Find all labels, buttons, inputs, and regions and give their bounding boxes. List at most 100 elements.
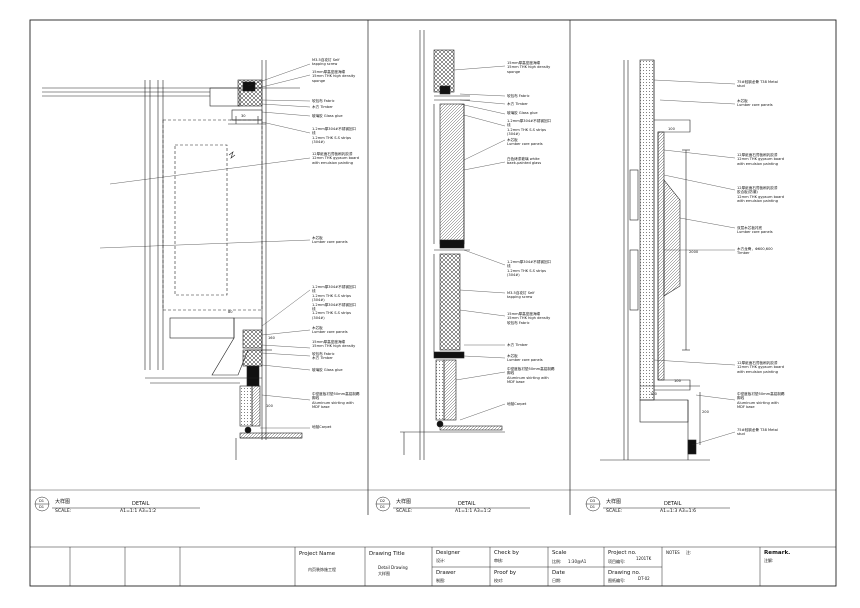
- tb-drawing-title-value: Detail Drawing 大样图: [378, 565, 408, 576]
- tb-notes-label: NOTES: [666, 550, 680, 555]
- p2-note-carpet: 地毯Carpet: [507, 402, 527, 406]
- tb-check-label: Check by: [494, 550, 519, 556]
- p3-note-gypsum-board-2: 12厚纸面石膏板刷乳胶漆 12mm THK gypsum board with …: [737, 361, 784, 374]
- p1-note-fabric-timber: 软包布 Fabric 木方 Timber: [312, 352, 335, 361]
- panel-3-symbol: [585, 496, 730, 512]
- p2-note-ss-strips-2: 1.2mm厚304#不锈钢回口 线 1.2mm THK S.S strips (…: [507, 260, 552, 278]
- p2-title-cn: 大样图: [396, 499, 412, 505]
- p2-scale-value: A1=1:1 A3=1:2: [455, 509, 492, 514]
- panel-2-symbol: [375, 496, 530, 512]
- p2-symbol-top: D2: [380, 499, 386, 503]
- p1-note-sponge: 15mm厚高密度海绵 15mm THK high density sponge: [312, 70, 356, 83]
- p2-note-fabric: 软包布 Fabric: [507, 94, 530, 98]
- panel-1-leaders: [99, 63, 311, 429]
- tb-scale-label: Scale: [552, 550, 567, 556]
- panel-3-section: [600, 59, 710, 461]
- tb-remark-cn: 注解:: [764, 558, 774, 563]
- p3-dim-100c: 100: [650, 392, 657, 396]
- p2-note-lumber-core-2: 木芯板 Lumber core panels: [507, 354, 543, 363]
- p1-note-timber: 木方 Timber: [312, 105, 333, 109]
- p2-note-self-tapping-screw: M3.5自攻钉 Self tapping screw: [507, 291, 535, 300]
- p1-dim-80: 80: [228, 310, 233, 314]
- p3-note-double-lumber-core: 双层木芯板衬底 Lumber core panels: [737, 226, 773, 235]
- p3-note-metal-stud-2: 75#轻钢龙骨 T38 Metal stud: [737, 428, 778, 437]
- p1-note-glass-glue: 玻璃胶 Glass glue: [312, 114, 343, 118]
- p2-note-white-glass: 白色烤漆玻璃 white baek-painted glass: [507, 157, 542, 166]
- p1-dim-100: 100: [266, 404, 273, 408]
- tb-designer-label: Designer: [436, 550, 461, 556]
- p3-note-lumber-core: 木芯板 Lumber core panels: [737, 99, 773, 108]
- p3-note-metal-stud: 75#轻钢龙骨 T38 Metal stud: [737, 80, 778, 89]
- panel-2-leaders: [453, 65, 506, 421]
- p3-note-gypsum-board: 12厚纸面石膏板刷乳胶漆 12mm THK gypsum board with …: [737, 153, 784, 166]
- p3-scale-value: A1=1:3 A3=1:6: [660, 509, 697, 514]
- p1-scale-label: SCALE:: [55, 509, 72, 514]
- p1-dim-160: 160: [268, 336, 275, 340]
- tb-proof-label: Proof by: [494, 570, 517, 576]
- p2-note-skirting: 中密度板衬垫50mm高铝制踢 脚线 Aluminum skirting with…: [507, 367, 555, 385]
- p1-note-gypsum-board: 12厚纸面石膏板刷乳胶漆 12mm THK gypsum board with …: [312, 152, 359, 165]
- panel-2-section: [400, 30, 505, 460]
- p3-note-skirting: 中密度板衬垫50mm高铝制踢 脚线 Aluminum skirting with…: [737, 392, 785, 410]
- tb-drawing-title-label: Drawing Title: [369, 551, 405, 557]
- tb-scale-cn: 比例:: [552, 559, 562, 564]
- p3-symbol-top: D3: [590, 499, 596, 503]
- tb-scale-value: 1:30@A1: [568, 559, 587, 564]
- p1-note-ss-strips-double: 1.2mm厚304#不锈钢回口 线 1.2mm THK S.S strips (…: [312, 285, 357, 320]
- tb-remark-label: Remark.: [764, 550, 791, 556]
- tb-project-name-label: Project Name: [299, 551, 336, 557]
- p3-title-cn: 大样图: [606, 499, 622, 505]
- p3-dim-200: 200: [702, 410, 709, 414]
- p1-note-fabric: 软包布 Fabric: [312, 99, 335, 103]
- p3-dim-2000: 2000: [689, 250, 699, 254]
- p1-title-en: DETAIL: [132, 501, 150, 507]
- tb-designer-cn: 设计:: [436, 558, 446, 563]
- tb-drawing-no-label: Drawing no.: [608, 570, 641, 576]
- p3-title-en: DETAIL: [664, 501, 682, 507]
- tb-notes-cn: 注:: [686, 550, 692, 555]
- tb-proof-cn: 校对:: [494, 578, 504, 583]
- p2-note-glass-glue: 玻璃胶 Glass glue: [507, 111, 538, 115]
- p1-note-lumber-core: 木芯板 Lumber core panels: [312, 236, 348, 245]
- p2-note-sponge: 15mm厚高密度海绵 15mm THK high density sponge: [507, 61, 551, 74]
- p1-scale-value: A1=1:1 A3=1:2: [120, 509, 157, 514]
- tb-project-no-label: Project no.: [608, 550, 637, 556]
- p2-symbol-bottom: D1: [380, 505, 386, 509]
- p3-note-timber-keel: 木方龙骨，Φ600,600 Timber: [737, 247, 773, 256]
- p3-note-gypsum-plywood: 12厚纸面石膏板刷乳胶漆 胶合板(防潮) 12mm THK gypsum boa…: [737, 186, 784, 204]
- p3-scale-label: SCALE:: [606, 509, 623, 514]
- panel-1-symbol: [34, 496, 200, 512]
- p3-dim-100b: 100: [674, 379, 681, 383]
- p1-symbol-bottom: D1: [39, 505, 45, 509]
- tb-project-name-value: 内页装饰施工程: [308, 567, 336, 572]
- panel-3-leaders: [653, 79, 736, 446]
- p2-title-en: DETAIL: [458, 501, 476, 507]
- p3-dim-100a: 100: [668, 127, 675, 131]
- p1-title-cn: 大样图: [55, 499, 71, 505]
- tb-date-cn: 日期:: [552, 578, 562, 583]
- p1-note-lumber-core-2: 木芯板 Lumber core panels: [312, 326, 348, 335]
- p1-note-ss-strips: 1.2mm厚304#不锈钢回口 线 1.2mm THK S.S strips (…: [312, 127, 357, 145]
- p1-note-self-tapping-screw: M3.5自攻钉 Self tapping screw: [312, 58, 340, 67]
- tb-drawing-no-cn: 图纸编号:: [608, 578, 626, 583]
- p2-note-sponge-2: 15mm厚高密度海绵 15mm THK high density 软包布 Fab…: [507, 312, 551, 325]
- p1-note-glass-glue-2: 玻璃胶 Glass glue: [312, 368, 343, 372]
- p2-note-timber-2: 木方 Timber: [507, 343, 528, 347]
- p2-note-lumber-core: 木芯板 Lumber core panels: [507, 138, 543, 147]
- tb-drawer-cn: 制图:: [436, 578, 446, 583]
- tb-date-label: Date: [552, 570, 565, 576]
- p3-symbol-bottom: D1: [590, 505, 596, 509]
- tb-project-no-cn: 项目编号:: [608, 559, 626, 564]
- p2-note-timber: 木方 Timber: [507, 102, 528, 106]
- p1-note-sponge-2: 15mm厚高密度海绵 15mm THK high density: [312, 340, 356, 349]
- title-block-grid: [30, 546, 836, 586]
- sheet-border: [29, 19, 837, 587]
- tb-drawing-no-value: DT-02: [638, 576, 650, 581]
- tb-check-cn: 审核:: [494, 558, 504, 563]
- panel-1-section: [42, 60, 303, 460]
- p1-note-skirting: 中密度板衬垫50mm高铝制踢 脚线 Aluminum skirting with…: [312, 392, 360, 410]
- p1-dim-30: 30: [241, 114, 246, 118]
- p2-note-ss-strips: 1.2mm厚304#不锈钢回口 线 1.2mm THK S.S strips (…: [507, 119, 552, 137]
- p2-scale-label: SCALE:: [396, 509, 413, 514]
